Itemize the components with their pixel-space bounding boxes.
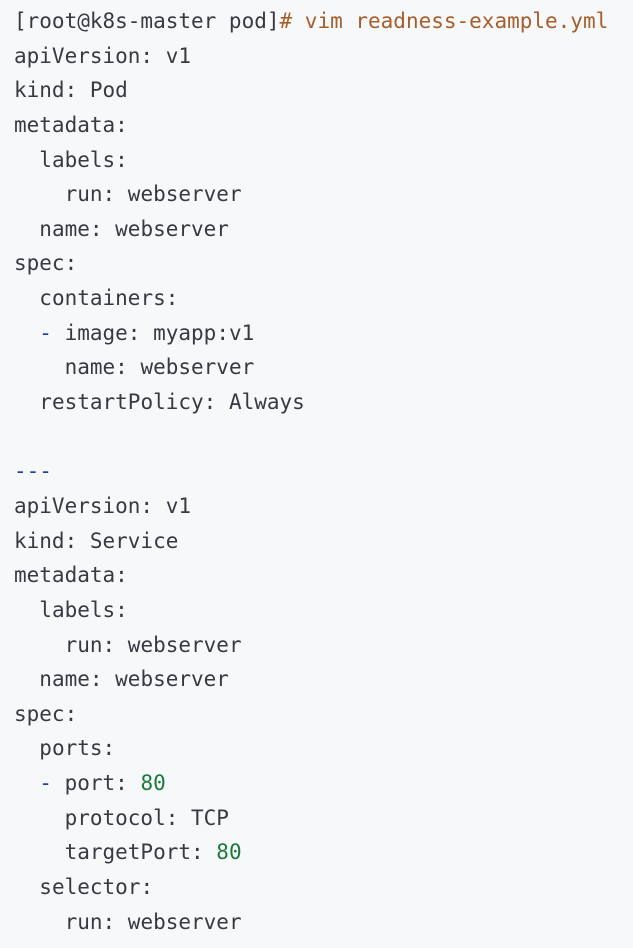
yaml-line-container-name: name: webserver <box>14 350 633 385</box>
yaml-line-separator: --- <box>14 454 633 489</box>
yaml-value: webserver <box>115 667 229 692</box>
yaml-line-kind: kind: Pod <box>14 73 633 108</box>
yaml-value: myapp:v1 <box>153 320 255 345</box>
shell-command: # vim readness-example.yml <box>279 9 609 33</box>
yaml-line-target-port: targetPort: 80 <box>14 835 633 870</box>
yaml-line-metadata: metadata: <box>14 108 633 143</box>
yaml-key: metadata: <box>14 563 128 588</box>
yaml-line-api-version: apiVersion: v1 <box>14 489 633 524</box>
yaml-value: webserver <box>127 182 242 207</box>
yaml-number: 80 <box>216 840 242 865</box>
yaml-value: v1 <box>165 43 192 68</box>
yaml-list-dash: - <box>39 771 65 796</box>
yaml-line-name: name: webserver <box>14 662 633 697</box>
yaml-line-image: - image: myapp:v1 <box>14 316 633 351</box>
yaml-line-metadata: metadata: <box>14 558 633 593</box>
yaml-value: webserver <box>115 216 229 241</box>
yaml-key: kind: <box>14 528 90 553</box>
yaml-key: image: <box>64 320 154 345</box>
yaml-key: spec: <box>14 251 78 276</box>
yaml-line-run: run: webserver <box>14 628 633 663</box>
yaml-key: labels: <box>39 147 128 172</box>
yaml-key: spec: <box>14 701 78 726</box>
yaml-key: apiVersion: <box>14 493 166 518</box>
shell-prompt: [root@k8s-master pod] <box>14 9 280 33</box>
yaml-line-containers: containers: <box>14 281 633 316</box>
yaml-line-blank <box>14 420 633 455</box>
yaml-document-separator: --- <box>14 459 52 484</box>
yaml-line-labels: labels: <box>14 593 633 628</box>
yaml-line-run: run: webserver <box>14 177 633 212</box>
yaml-value: TCP <box>191 805 229 830</box>
yaml-key: run: <box>64 182 128 207</box>
yaml-line-port: - port: 80 <box>14 766 633 801</box>
yaml-line-ports: ports: <box>14 731 633 766</box>
yaml-key: name: <box>39 216 116 241</box>
yaml-line-spec: spec: <box>14 246 633 281</box>
yaml-key: name: <box>39 667 116 692</box>
shell-line: [root@k8s-master pod]# vim readness-exam… <box>14 4 633 39</box>
yaml-value: webserver <box>127 632 242 657</box>
yaml-key: restartPolicy: <box>39 390 229 415</box>
yaml-key: metadata: <box>14 112 128 137</box>
yaml-line-protocol: protocol: TCP <box>14 801 633 836</box>
yaml-line-selector: selector: <box>14 870 633 905</box>
yaml-list-dash: - <box>39 320 65 345</box>
yaml-key: protocol: <box>64 805 192 830</box>
yaml-line-labels: labels: <box>14 143 633 178</box>
yaml-number: 80 <box>140 771 166 796</box>
yaml-line-kind: kind: Service <box>14 524 633 559</box>
yaml-key: targetPort: <box>64 840 217 865</box>
yaml-value: Always <box>228 390 305 415</box>
yaml-line-spec: spec: <box>14 697 633 732</box>
yaml-value: v1 <box>165 493 192 518</box>
yaml-key: kind: <box>14 78 90 103</box>
yaml-key: apiVersion: <box>14 43 166 68</box>
yaml-value: Service <box>89 528 179 553</box>
yaml-key: run: <box>64 909 128 934</box>
yaml-key: containers: <box>39 286 179 311</box>
yaml-key: ports: <box>39 736 116 761</box>
yaml-key: labels: <box>39 597 128 622</box>
yaml-value: Pod <box>89 78 128 103</box>
yaml-line-name: name: webserver <box>14 212 633 247</box>
yaml-key: port: <box>64 771 141 796</box>
yaml-key: run: <box>64 632 128 657</box>
yaml-value: webserver <box>140 355 255 380</box>
yaml-value: webserver <box>127 909 242 934</box>
yaml-key: selector: <box>39 875 154 900</box>
yaml-key: name: <box>64 355 141 380</box>
yaml-line-restart-policy: restartPolicy: Always <box>14 385 633 420</box>
yaml-line-api-version: apiVersion: v1 <box>14 39 633 74</box>
yaml-line-selector-run: run: webserver <box>14 905 633 940</box>
